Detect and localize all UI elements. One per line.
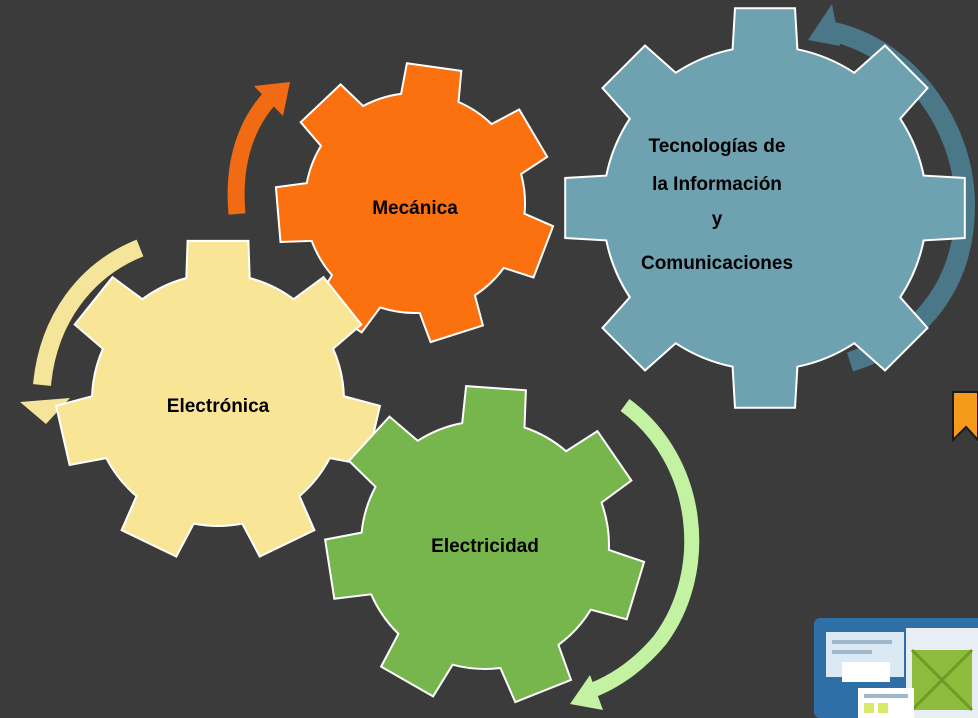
bookmark-icon (952, 391, 978, 443)
gear-label-tic-line-0: Tecnologías de (649, 136, 786, 157)
arrow-mecanica-head-icon (254, 82, 290, 116)
gear-label-electronica-line-0: Electrónica (167, 396, 270, 417)
arrow-mecanica-shaft (227, 92, 277, 215)
arrow-tic-head-icon (808, 4, 840, 46)
gear-electricidad (323, 385, 646, 704)
slide-thumbnail-icon (814, 618, 978, 718)
gear-label-mecanica-line-0: Mecánica (372, 198, 458, 219)
gear-tic (564, 7, 966, 409)
arrow-electricidad-head-icon (570, 675, 603, 710)
labels-layer: Tecnologías de la Información yComunicacio… (167, 136, 793, 557)
gear-label-tic-line-2: y (712, 209, 723, 230)
gear-mecanica (274, 62, 555, 344)
gear-label-tic-line-3: Comunicaciones (641, 253, 793, 274)
arrow-electricidad-shaft (582, 398, 700, 701)
gear-label-tic-line-1: la Información (652, 174, 782, 195)
gears-layer (54, 7, 966, 704)
gear-label-electricidad-line-0: Electricidad (431, 536, 539, 557)
gear-electronica (54, 239, 382, 558)
arrow-electronica-shaft (33, 239, 144, 386)
